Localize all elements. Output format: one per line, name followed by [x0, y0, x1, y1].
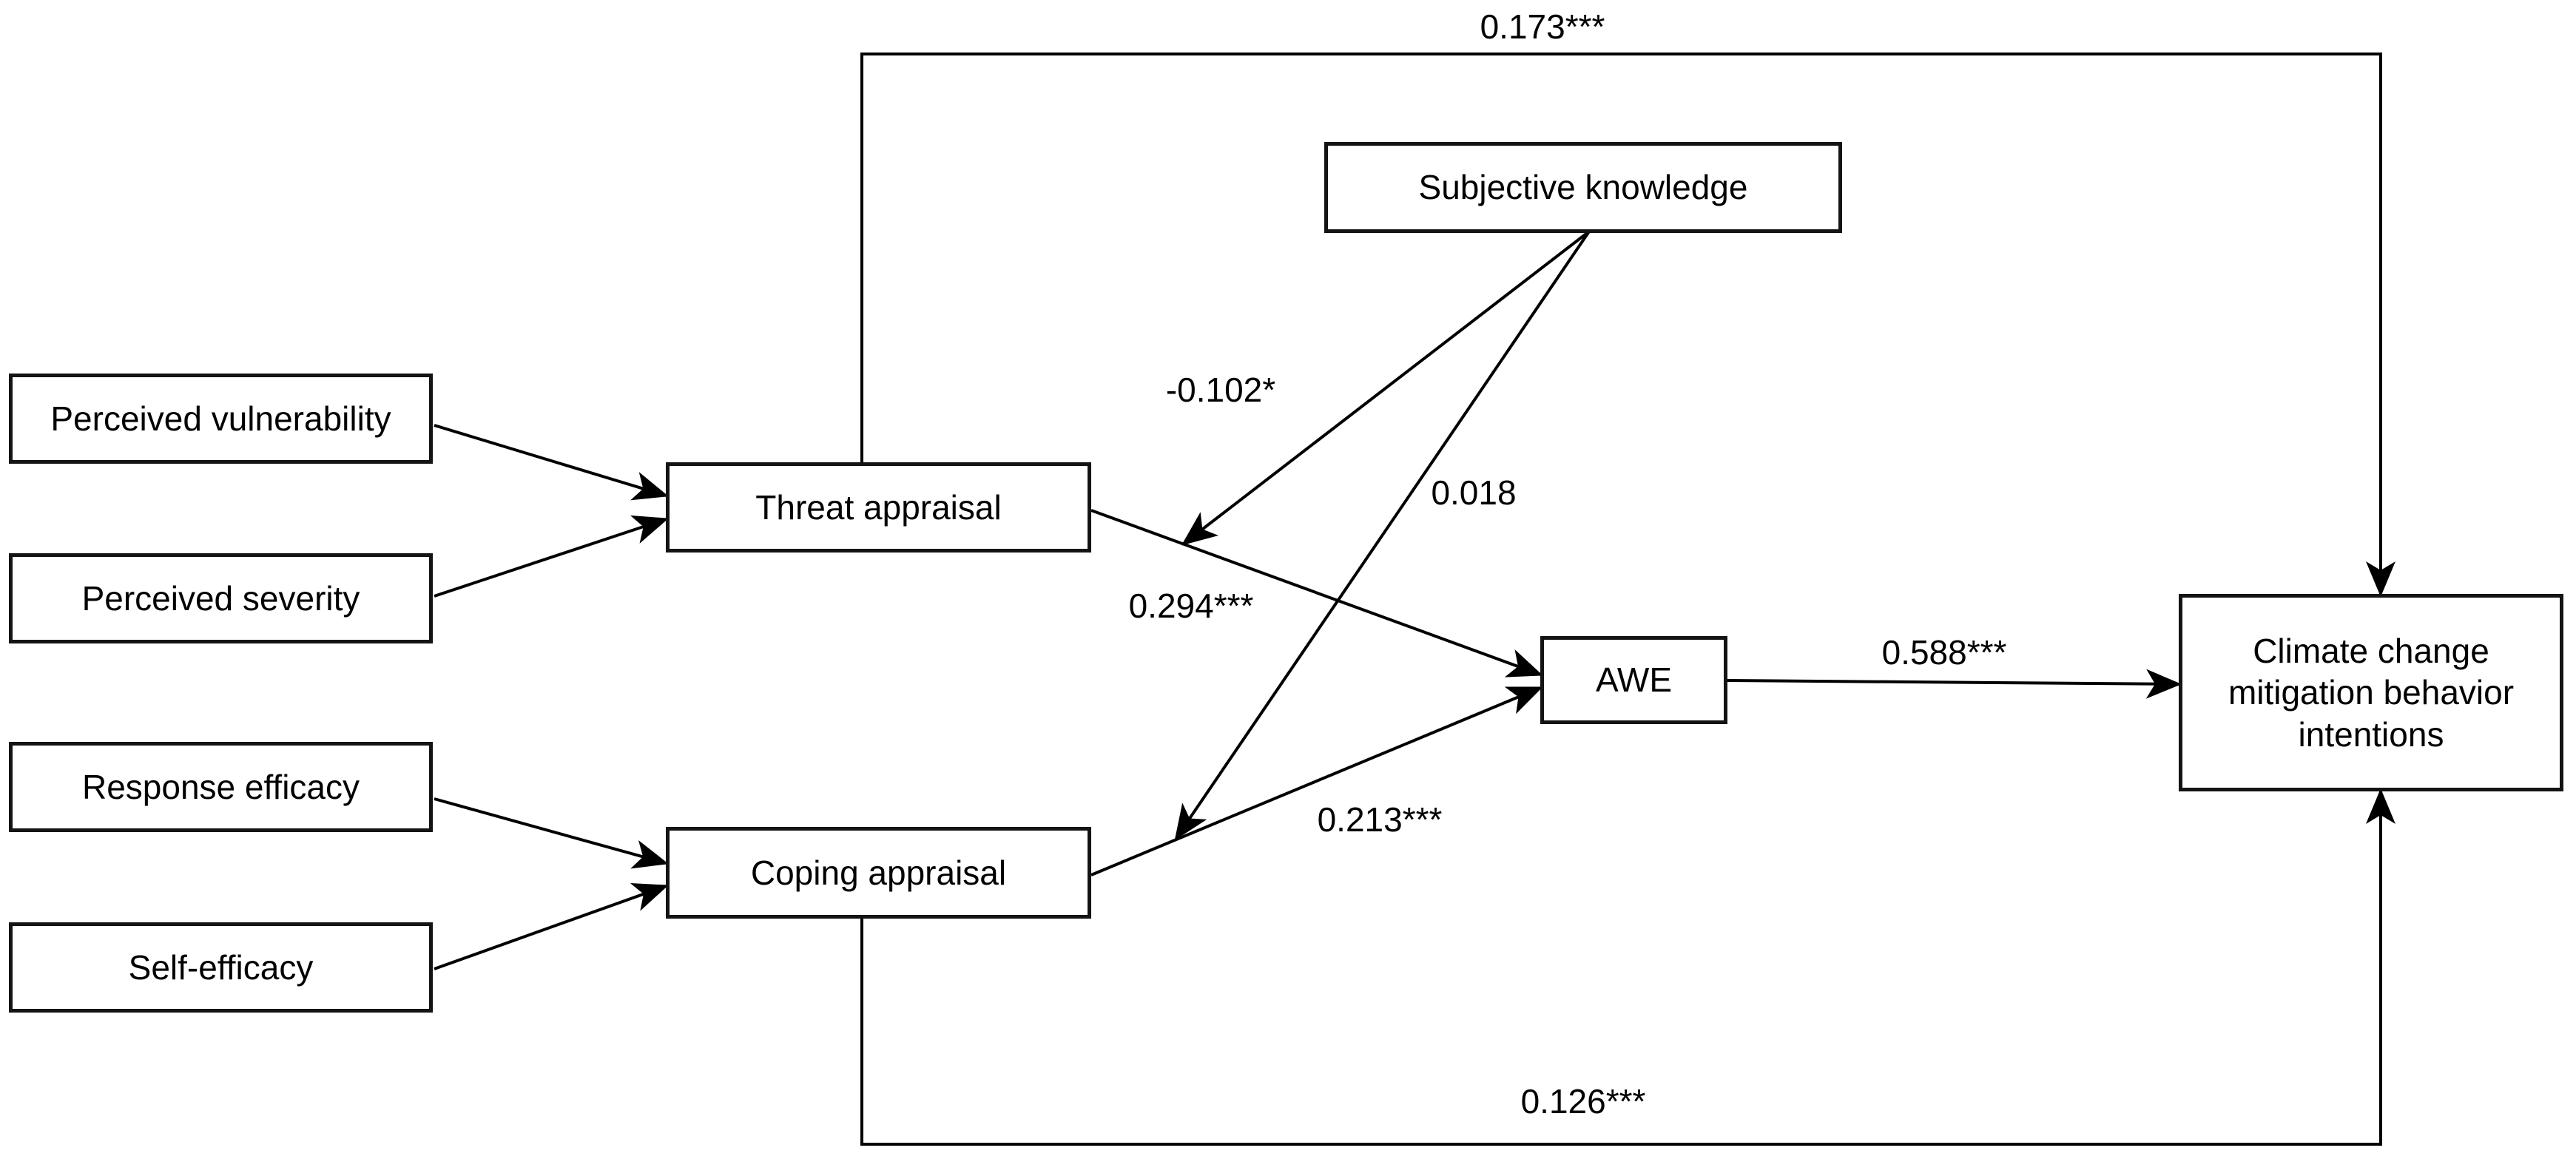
node-awe: AWE: [1540, 636, 1727, 724]
edge-knowledge-to-threat-path: [1181, 230, 1591, 546]
coefficient-knowledge-threat: -0.102*: [1165, 371, 1276, 409]
node-label: Threat appraisal: [755, 487, 1002, 527]
node-coping-appraisal: Coping appraisal: [666, 827, 1091, 919]
node-label: Subjective knowledge: [1418, 168, 1748, 207]
edge-vulnerability-to-threat: [434, 424, 669, 501]
edge-threat-to-climate-top-loop: [860, 53, 2395, 597]
edge-knowledge-to-coping-path: [1174, 230, 1591, 841]
edge-severity-to-threat: [434, 515, 669, 598]
coefficient-threat-climate: 0.173***: [1480, 7, 1605, 46]
node-label: Coping appraisal: [750, 853, 1007, 892]
node-label: Perceived severity: [81, 578, 360, 618]
edge-selfefficacy-to-coping: [434, 882, 669, 970]
coefficient-coping-awe: 0.213***: [1317, 800, 1443, 839]
coefficient-threat-awe: 0.294***: [1128, 587, 1254, 625]
node-response-efficacy: Response efficacy: [9, 742, 433, 832]
edge-coping-to-climate-bottom-loop: [860, 788, 2395, 1146]
node-label: AWE: [1595, 660, 1673, 700]
coefficient-awe-climate: 0.588***: [1881, 633, 2007, 672]
node-label: Response efficacy: [81, 767, 360, 806]
node-subjective-knowledge: Subjective knowledge: [1324, 142, 1842, 233]
node-self-efficacy: Self-efficacy: [9, 922, 433, 1013]
node-label: Perceived vulnerability: [50, 399, 391, 438]
node-label: Climate change mitigation behavior inten…: [2228, 632, 2515, 754]
node-climate-intentions: Climate change mitigation behavior inten…: [2179, 594, 2563, 791]
edge-threat-to-awe: [1090, 509, 1543, 678]
node-perceived-vulnerability: Perceived vulnerability: [9, 374, 433, 464]
node-threat-appraisal: Threat appraisal: [666, 462, 1091, 553]
edge-response-to-coping: [434, 797, 669, 869]
node-perceived-severity: Perceived severity: [9, 553, 433, 643]
coefficient-coping-climate: 0.126***: [1520, 1082, 1646, 1121]
coefficient-knowledge-coping: 0.018: [1431, 473, 1517, 512]
edge-awe-to-climate: [1727, 669, 2182, 699]
node-label: Self-efficacy: [128, 947, 314, 987]
edge-coping-to-awe: [1090, 686, 1543, 876]
